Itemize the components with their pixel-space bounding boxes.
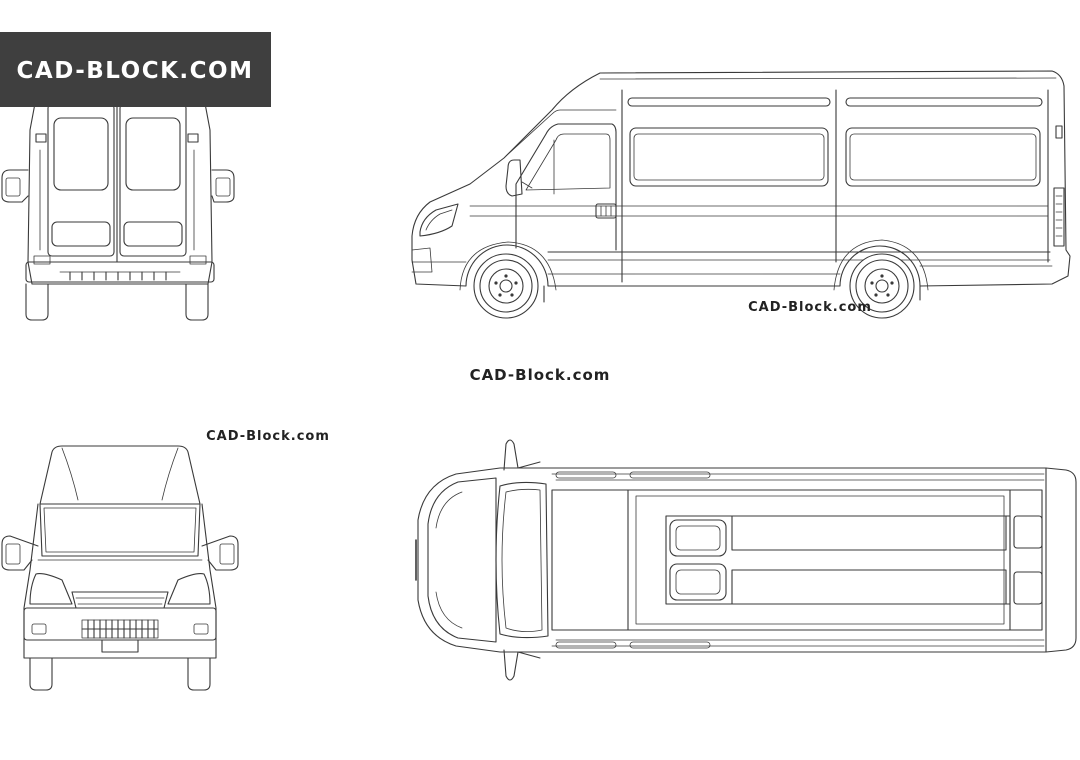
van-rear-view	[1, 91, 235, 321]
side-view-watermark: CAD-Block.com	[748, 300, 872, 315]
van-top-view	[415, 439, 1077, 681]
van-side-view	[411, 70, 1071, 319]
front-view-watermark: CAD-Block.com	[206, 429, 330, 444]
van-front-view	[1, 445, 239, 691]
logo-text: CAD-BLOCK.COM	[17, 58, 254, 84]
cad-block-logo: CAD-BLOCK.COM	[0, 32, 271, 107]
center-watermark: CAD-Block.com	[470, 366, 611, 384]
